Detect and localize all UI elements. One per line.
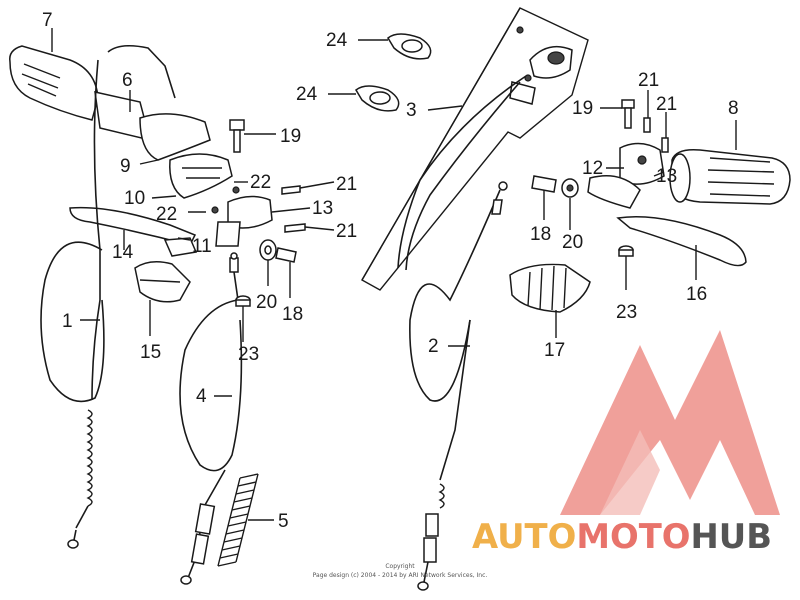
callout-8: 8 (728, 98, 739, 119)
callout-21-left-bottom: 21 (336, 221, 357, 242)
callout-13-left: 13 (312, 198, 333, 219)
throttle-housing (139, 113, 233, 199)
callout-1: 1 (62, 311, 73, 332)
callout-19-right: 19 (572, 98, 593, 119)
svg-text:AUTOMOTOHUB: AUTOMOTOHUB (472, 517, 772, 557)
callout-6: 6 (122, 70, 133, 91)
callout-24-top: 24 (326, 30, 348, 51)
cable-1-upper (91, 59, 101, 401)
callout-13-right: 13 (656, 166, 677, 187)
callout-2: 2 (428, 336, 439, 357)
brand-logo-mark (560, 330, 780, 515)
callout-22-a: 22 (250, 172, 271, 193)
left-lever (69, 206, 198, 257)
cable-2-end (417, 319, 471, 591)
callout-20-right: 20 (562, 232, 583, 253)
callout-3: 3 (406, 100, 417, 121)
callout-16: 16 (686, 284, 707, 305)
throttle-cable-top (107, 44, 176, 99)
callout-12: 12 (582, 158, 603, 179)
screws-21-left (211, 185, 306, 233)
callout-22-b: 22 (156, 204, 177, 225)
screw-19-left (229, 119, 245, 153)
brand-part-auto: AUTO (472, 517, 576, 557)
screws-21-right (643, 117, 669, 153)
switch-housing-left (215, 195, 273, 247)
callout-20-left: 20 (256, 292, 277, 313)
brand-part-hub: HUB (691, 517, 772, 557)
callout-14: 14 (112, 242, 134, 263)
brand-part-moto: MOTO (576, 517, 690, 557)
spring-5 (217, 473, 259, 567)
washer-20-right (561, 178, 579, 198)
callout-23-left: 23 (238, 344, 259, 365)
cap-23-left (235, 295, 251, 307)
cable-4-loop (179, 299, 243, 472)
callout-17: 17 (544, 340, 565, 361)
lever-perch-15 (134, 261, 191, 303)
brand-wordmark: AUTOMOTOHUB (472, 517, 772, 557)
left-grip (9, 45, 152, 142)
callout-23-right: 23 (616, 302, 637, 323)
callout-21-left-top: 21 (336, 174, 357, 195)
clamp-24-top (387, 33, 432, 60)
callout-21-right-b: 21 (656, 94, 677, 115)
cable-2-top (491, 181, 508, 215)
callout-18-left: 18 (282, 304, 303, 325)
adjuster-18-right (531, 175, 557, 193)
cable-4-end (180, 469, 226, 585)
cap-23-right (618, 245, 634, 257)
callout-5: 5 (278, 511, 289, 532)
leader-lines (51, 28, 737, 521)
cable-boot-17 (509, 263, 591, 313)
cable-2-loop (409, 189, 501, 402)
callout-labels: 7 6 9 10 22 22 14 11 19 21 21 13 1 15 20… (42, 10, 739, 532)
callout-15: 15 (140, 342, 161, 363)
callout-19-left: 19 (280, 126, 301, 147)
callout-24-bottom: 24 (296, 84, 318, 105)
cable-1-spring (67, 409, 93, 549)
callout-4: 4 (196, 386, 207, 407)
callout-18-right: 18 (530, 224, 551, 245)
cable-4-top (229, 252, 239, 301)
switch-assembly-box (361, 7, 589, 291)
callout-10: 10 (124, 188, 145, 209)
screw-19-right (621, 99, 635, 129)
callout-21-right-a: 21 (638, 70, 659, 91)
callout-11: 11 (192, 236, 212, 257)
washer-20-left (259, 239, 277, 261)
right-lever (616, 216, 747, 267)
callout-7: 7 (42, 10, 53, 31)
right-grip (669, 148, 791, 205)
cable-1-loop (40, 241, 105, 403)
copyright-line-1: Copyright (385, 563, 415, 570)
lever-perch-right (587, 142, 665, 209)
callout-9: 9 (120, 156, 131, 177)
adjuster-18-left (275, 247, 297, 263)
clamp-24-bottom (355, 85, 400, 112)
copyright-line-2: Page design (c) 2004 - 2014 by ARI Netwo… (313, 572, 488, 579)
